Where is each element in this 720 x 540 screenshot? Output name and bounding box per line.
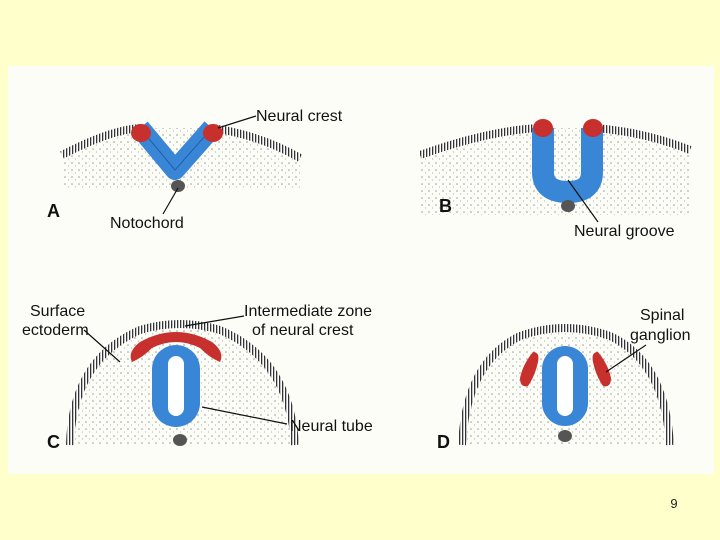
notochord-b: [561, 200, 575, 212]
panel-letter-d: D: [437, 432, 450, 452]
spinal-ganglion-left-d: [520, 352, 539, 387]
spinal-ganglion-right-d: [592, 352, 611, 387]
panel-a: [60, 115, 302, 215]
mesenchyme-b: [420, 128, 690, 215]
label-notochord: Notochord: [110, 215, 184, 232]
label-intermediate-zone-line1: Intermediate zone: [244, 303, 372, 320]
surface-ectoderm-c: [66, 320, 299, 446]
neural-crest-right-b: [583, 119, 603, 137]
label-spinal-ganglion-line1: Spinal: [640, 307, 684, 324]
neural-groove-b: [532, 128, 603, 204]
panel-d: [458, 324, 674, 446]
notochord-d: [558, 430, 572, 442]
neural-crest-left-b: [533, 119, 553, 137]
panel-letter-b: B: [439, 196, 452, 216]
notochord-c: [173, 434, 187, 446]
panel-b: [418, 119, 692, 223]
label-surface-ectoderm-line2: ectoderm: [22, 322, 89, 339]
label-spinal-ganglion-line2: ganglion: [630, 327, 691, 344]
surface-ectoderm-d: [458, 324, 674, 446]
neural-crest-intermediate-c: [130, 332, 222, 362]
surface-ectoderm-b: [418, 124, 692, 159]
notochord-a: [171, 180, 185, 192]
panel-letter-a: A: [47, 201, 60, 221]
neural-crest-left-a: [131, 124, 151, 142]
label-surface-ectoderm-line1: Surface: [30, 303, 85, 320]
panel-letter-c: C: [47, 432, 60, 452]
label-neural-tube: Neural tube: [290, 418, 373, 435]
label-neural-crest: Neural crest: [256, 108, 343, 125]
label-intermediate-zone-line2: of neural crest: [252, 322, 354, 339]
page-number: 9: [670, 496, 678, 511]
panel-c: [66, 315, 299, 446]
label-neural-groove: Neural groove: [574, 223, 675, 240]
neural-crest-right-a: [203, 124, 223, 142]
